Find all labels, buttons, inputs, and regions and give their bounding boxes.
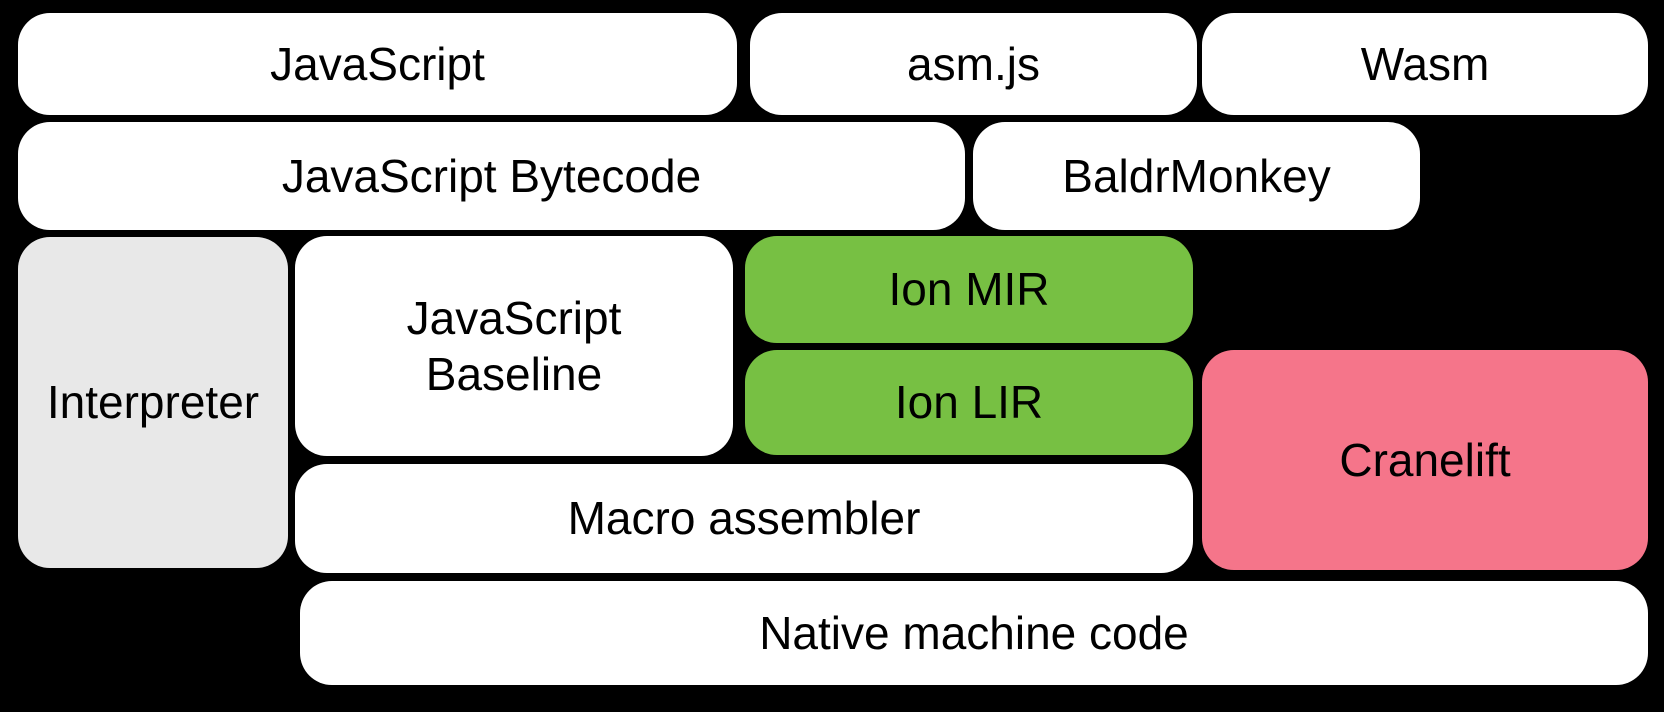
diagram-box-label: BaldrMonkey [1062,149,1331,202]
diagram-box-javascript: JavaScript [18,13,737,115]
diagram-box-label: Ion LIR [894,376,1044,429]
diagram-box-javascript-bytecode: JavaScript Bytecode [18,122,965,230]
diagram-box-ion-mir: Ion MIR [745,236,1193,343]
diagram-box-label: Macro assembler [567,492,921,545]
diagram-box-label: Interpreter [46,376,260,429]
diagram-box-native-machine-code: Native machine code [300,581,1648,685]
diagram-box-ion-lir: Ion LIR [745,350,1193,455]
diagram-box-label: Cranelift [1339,433,1511,486]
diagram-box-label: asm.js [907,37,1040,90]
diagram-box-label: Baseline [425,348,603,400]
diagram-box-label: JavaScript Bytecode [281,149,702,202]
diagram-box-label: Native machine code [759,606,1189,659]
diagram-box-wasm: Wasm [1202,13,1648,115]
diagram-box-label: JavaScript [406,291,622,344]
diagram-box-macro-assembler: Macro assembler [295,464,1193,573]
diagram-box-label: Ion MIR [888,263,1050,316]
diagram-box-label: Wasm [1360,37,1490,90]
diagram-box-cranelift: Cranelift [1202,350,1648,570]
diagram-box-label: JavaScript [270,37,485,90]
diagram-box-asmjs: asm.js [750,13,1197,115]
diagram-box-baldrmonkey: BaldrMonkey [973,122,1420,230]
diagram-box-interpreter: Interpreter [18,237,288,568]
